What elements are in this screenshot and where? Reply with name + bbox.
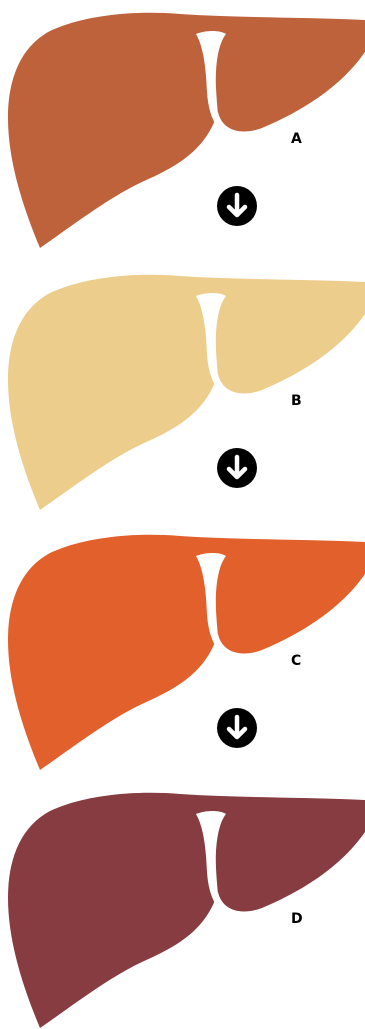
stage-label-b: B: [291, 393, 302, 409]
liver-d-shape: [8, 793, 365, 1028]
stage-label-c: C: [291, 653, 301, 669]
liver-stage-a: A: [8, 13, 365, 248]
liver-stage-c: C: [8, 535, 365, 770]
liver-stage-d: D: [8, 793, 365, 1028]
liver-c-shape: [8, 535, 365, 770]
stage-label-d: D: [291, 911, 303, 927]
liver-a-shape: [8, 13, 365, 248]
arrow-down-circle-icon: [217, 448, 257, 488]
liver-b-shape: [8, 275, 365, 510]
arrow-down-circle-icon: [217, 708, 257, 748]
arrow-down-circle-icon: [217, 186, 257, 226]
liver-stage-b: B: [8, 275, 365, 510]
stage-label-a: A: [291, 131, 302, 147]
